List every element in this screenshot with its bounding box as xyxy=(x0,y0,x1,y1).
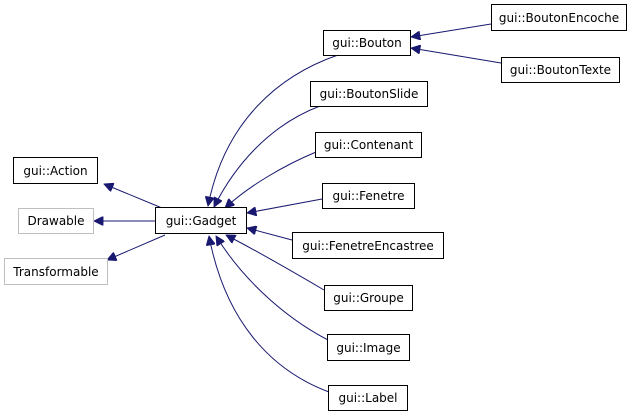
node-gui-contenant: gui::Contenant xyxy=(315,132,422,158)
node-drawable: Drawable xyxy=(18,208,94,234)
node-gui-boutontexte: gui::BoutonTexte xyxy=(501,57,620,83)
edge-gadget-transformable xyxy=(107,234,166,260)
node-gui-boutonslide: gui::BoutonSlide xyxy=(310,81,428,107)
node-gui-groupe: gui::Groupe xyxy=(324,285,413,311)
edge-boutonencoche-bouton xyxy=(411,23,492,37)
edge-boutontexte-bouton xyxy=(411,48,502,64)
edge-bouton-gadget xyxy=(208,54,339,206)
edge-gadget-action xyxy=(104,184,163,209)
node-gui-bouton: gui::Bouton xyxy=(323,30,411,56)
edge-image-gadget xyxy=(216,236,329,341)
node-gui-image: gui::Image xyxy=(327,334,410,361)
edge-contenant-gadget xyxy=(225,151,317,208)
node-gui-fenetreencastree: gui::FenetreEncastree xyxy=(292,232,444,259)
node-gui-gadget: gui::Gadget xyxy=(155,207,247,234)
node-gui-fenetre: gui::Fenetre xyxy=(322,183,415,209)
edge-boutonslide-gadget xyxy=(214,105,321,207)
node-gui-boutonencoche: gui::BoutonEncoche xyxy=(491,4,627,31)
edge-label-gadget xyxy=(209,236,330,393)
node-transformable: Transformable xyxy=(4,258,108,285)
edge-fenetre-gadget xyxy=(247,198,323,213)
node-gui-action: gui::Action xyxy=(13,157,98,184)
edge-fenetreencastree-gadget xyxy=(247,228,293,241)
node-gui-label: gui::Label xyxy=(328,385,408,411)
edge-groupe-gadget xyxy=(226,235,325,291)
